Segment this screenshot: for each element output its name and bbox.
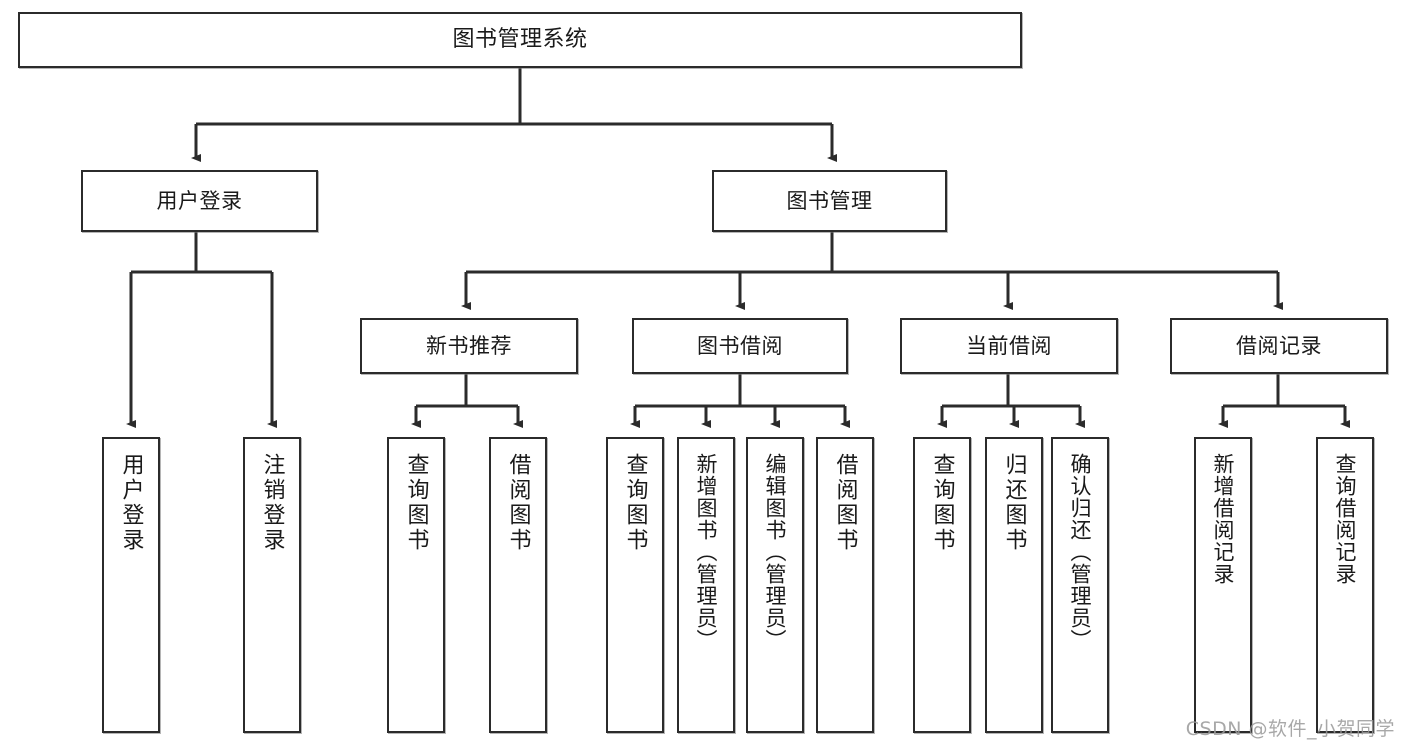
csdn-watermark: CSDN @软件_小贺同学 bbox=[1185, 718, 1395, 740]
leaf-query-book-recommend[interactable]: 查询图书 bbox=[387, 437, 445, 733]
node-label: 注销登录 bbox=[259, 453, 285, 553]
node-label: 新增图书（管理员） bbox=[694, 453, 719, 651]
leaf-borrow-book[interactable]: 借阅图书 bbox=[816, 437, 874, 733]
node-label: 查询图书 bbox=[929, 453, 955, 553]
node-label: 归还图书 bbox=[1001, 453, 1027, 553]
node-label: 查询图书 bbox=[622, 453, 648, 553]
node-label: 当前借阅 bbox=[966, 333, 1052, 358]
node-label: 借阅图书 bbox=[505, 453, 531, 553]
leaf-edit-book-admin[interactable]: 编辑图书（管理员） bbox=[746, 437, 804, 733]
leaf-query-book-current[interactable]: 查询图书 bbox=[913, 437, 971, 733]
node-borrow-record[interactable]: 借阅记录 bbox=[1170, 318, 1388, 374]
node-label: 图书管理 bbox=[786, 188, 873, 213]
leaf-return-book[interactable]: 归还图书 bbox=[985, 437, 1043, 733]
node-label: 图书借阅 bbox=[697, 333, 783, 358]
leaf-logout[interactable]: 注销登录 bbox=[243, 437, 301, 733]
node-book-borrow[interactable]: 图书借阅 bbox=[632, 318, 848, 374]
node-label: 用户登录 bbox=[118, 453, 144, 553]
node-label: 图书管理系统 bbox=[452, 27, 588, 53]
leaf-add-borrow-record[interactable]: 新增借阅记录 bbox=[1194, 437, 1252, 733]
node-new-book-recommend[interactable]: 新书推荐 bbox=[360, 318, 578, 374]
node-label: 借阅图书 bbox=[832, 453, 858, 553]
leaf-add-book-admin[interactable]: 新增图书（管理员） bbox=[677, 437, 735, 733]
node-label: 用户登录 bbox=[156, 188, 243, 213]
node-current-borrow[interactable]: 当前借阅 bbox=[900, 318, 1118, 374]
node-label: 新增借阅记录 bbox=[1211, 453, 1236, 585]
node-label: 查询借阅记录 bbox=[1333, 453, 1358, 585]
node-label: 新书推荐 bbox=[426, 333, 512, 358]
node-label: 查询图书 bbox=[403, 453, 429, 553]
node-label: 确认归还（管理员） bbox=[1068, 453, 1093, 651]
node-user-login[interactable]: 用户登录 bbox=[81, 170, 318, 232]
leaf-confirm-return-admin[interactable]: 确认归还（管理员） bbox=[1051, 437, 1109, 733]
leaf-query-book-borrow[interactable]: 查询图书 bbox=[606, 437, 664, 733]
node-label: 编辑图书（管理员） bbox=[763, 453, 788, 651]
leaf-query-borrow-record[interactable]: 查询借阅记录 bbox=[1316, 437, 1374, 733]
node-book-management[interactable]: 图书管理 bbox=[712, 170, 947, 232]
node-label: 借阅记录 bbox=[1236, 333, 1322, 358]
leaf-borrow-book-recommend[interactable]: 借阅图书 bbox=[489, 437, 547, 733]
node-root-book-management-system[interactable]: 图书管理系统 bbox=[18, 12, 1022, 68]
leaf-user-login[interactable]: 用户登录 bbox=[102, 437, 160, 733]
